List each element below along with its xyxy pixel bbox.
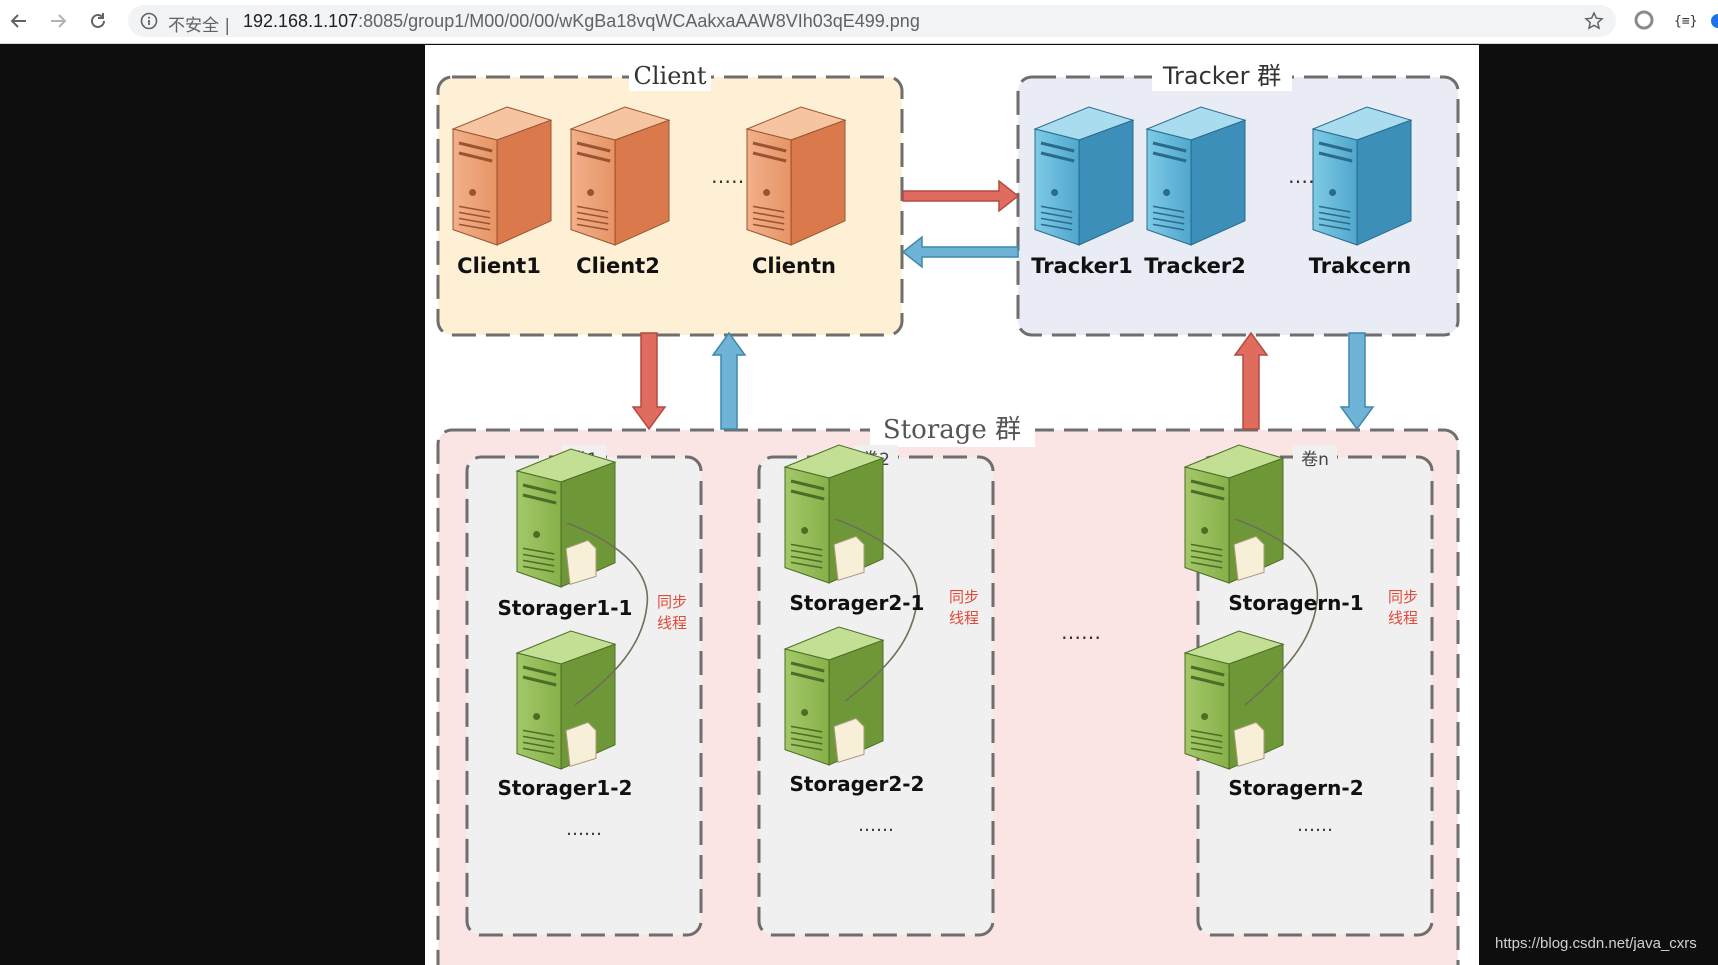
response-arrow-left xyxy=(901,235,1019,269)
storage-middle-ellipsis: …… xyxy=(1061,620,1101,644)
back-icon[interactable] xyxy=(5,7,33,35)
extension-circle-icon[interactable] xyxy=(1633,9,1655,36)
storage-1-2-server-icon xyxy=(515,630,617,770)
volume-n-more: …… xyxy=(1297,815,1333,836)
sync-thread-1-line1: 同步 xyxy=(657,593,687,611)
storage-to-tracker-arrow xyxy=(1233,331,1269,430)
watermark: https://blog.csdn.net/java_cxrs xyxy=(1495,935,1697,952)
storage-group-title: Storage 群 xyxy=(883,415,1021,445)
volume-2-more: …… xyxy=(858,815,894,836)
tracker-2-server-icon xyxy=(1145,106,1247,246)
client-2-server-icon xyxy=(569,106,671,246)
sync-thread-2-line2: 线程 xyxy=(949,609,979,627)
tracker-1-label: Tracker1 xyxy=(1031,254,1133,278)
sync-curve-n xyxy=(1234,518,1319,706)
sync-thread-2-line1: 同步 xyxy=(949,588,979,606)
tracker-1-server-icon xyxy=(1033,106,1135,246)
storage-2-2-label: Storager2-2 xyxy=(790,772,925,796)
sync-curve-2 xyxy=(834,518,919,702)
fastdfs-architecture-diagram: Client Tracker 群 Storage 群 卷1 卷2 卷n …… …… xyxy=(436,61,1460,965)
sync-curve-1 xyxy=(566,522,649,706)
storage-1-2-label: Storager1-2 xyxy=(498,776,633,800)
volume-n-label: 卷n xyxy=(1301,450,1329,470)
storage-n-2-label: Storagern-2 xyxy=(1228,776,1363,800)
tracker-group-title: Tracker 群 xyxy=(1162,62,1281,90)
volume-1-more: …… xyxy=(566,819,602,840)
url-text[interactable]: 192.168.1.107:8085/group1/M00/00/00/wKgB… xyxy=(243,11,920,31)
client-to-storage-arrow xyxy=(631,332,667,431)
storage-1-1-server-icon xyxy=(515,448,617,588)
client-n-server-icon xyxy=(745,106,847,246)
tracker-n-server-icon xyxy=(1311,106,1413,246)
image-viewer: Client Tracker 群 Storage 群 卷1 卷2 卷n …… …… xyxy=(425,45,1479,965)
address-bar[interactable]: 不安全 | 192.168.1.107:8085/group1/M00/00/0… xyxy=(128,5,1616,37)
reload-icon[interactable] xyxy=(84,7,112,35)
sync-thread-1-line2: 线程 xyxy=(657,614,687,632)
forward-icon[interactable] xyxy=(44,7,72,35)
client-1-server-icon xyxy=(451,106,553,246)
request-arrow-right xyxy=(902,179,1020,213)
client-2-label: Client2 xyxy=(576,254,660,278)
client-1-label: Client1 xyxy=(457,254,541,278)
tracker-2-label: Tracker2 xyxy=(1144,254,1246,278)
sync-thread-n-line2: 线程 xyxy=(1388,609,1418,627)
storage-n-2-server-icon xyxy=(1183,630,1285,770)
client-group-title: Client xyxy=(633,62,706,90)
storage-2-1-server-icon xyxy=(783,444,885,584)
sync-thread-n-line1: 同步 xyxy=(1388,588,1418,606)
storage-n-1-server-icon xyxy=(1183,444,1285,584)
extension-json-icon[interactable]: {≡} xyxy=(1672,9,1697,36)
bookmark-star-icon[interactable] xyxy=(1584,11,1604,36)
storage-1-1-label: Storager1-1 xyxy=(498,596,633,620)
storage-to-client-arrow xyxy=(711,331,747,430)
client-n-label: Clientn xyxy=(752,254,836,278)
security-label: 不安全 | xyxy=(168,16,231,36)
tracker-n-label: Trakcern xyxy=(1309,254,1412,278)
storage-2-2-server-icon xyxy=(783,626,885,766)
storage-n-1-label: Storagern-1 xyxy=(1228,591,1363,615)
tracker-to-storage-arrow xyxy=(1339,332,1375,431)
client-ellipsis: …… xyxy=(711,164,751,188)
svg-text:{≡}: {≡} xyxy=(1674,14,1696,29)
info-icon[interactable] xyxy=(140,12,158,35)
browser-toolbar: 不安全 | 192.168.1.107:8085/group1/M00/00/0… xyxy=(0,0,1718,44)
storage-2-1-label: Storager2-1 xyxy=(790,591,925,615)
profile-icon[interactable] xyxy=(1710,12,1718,35)
